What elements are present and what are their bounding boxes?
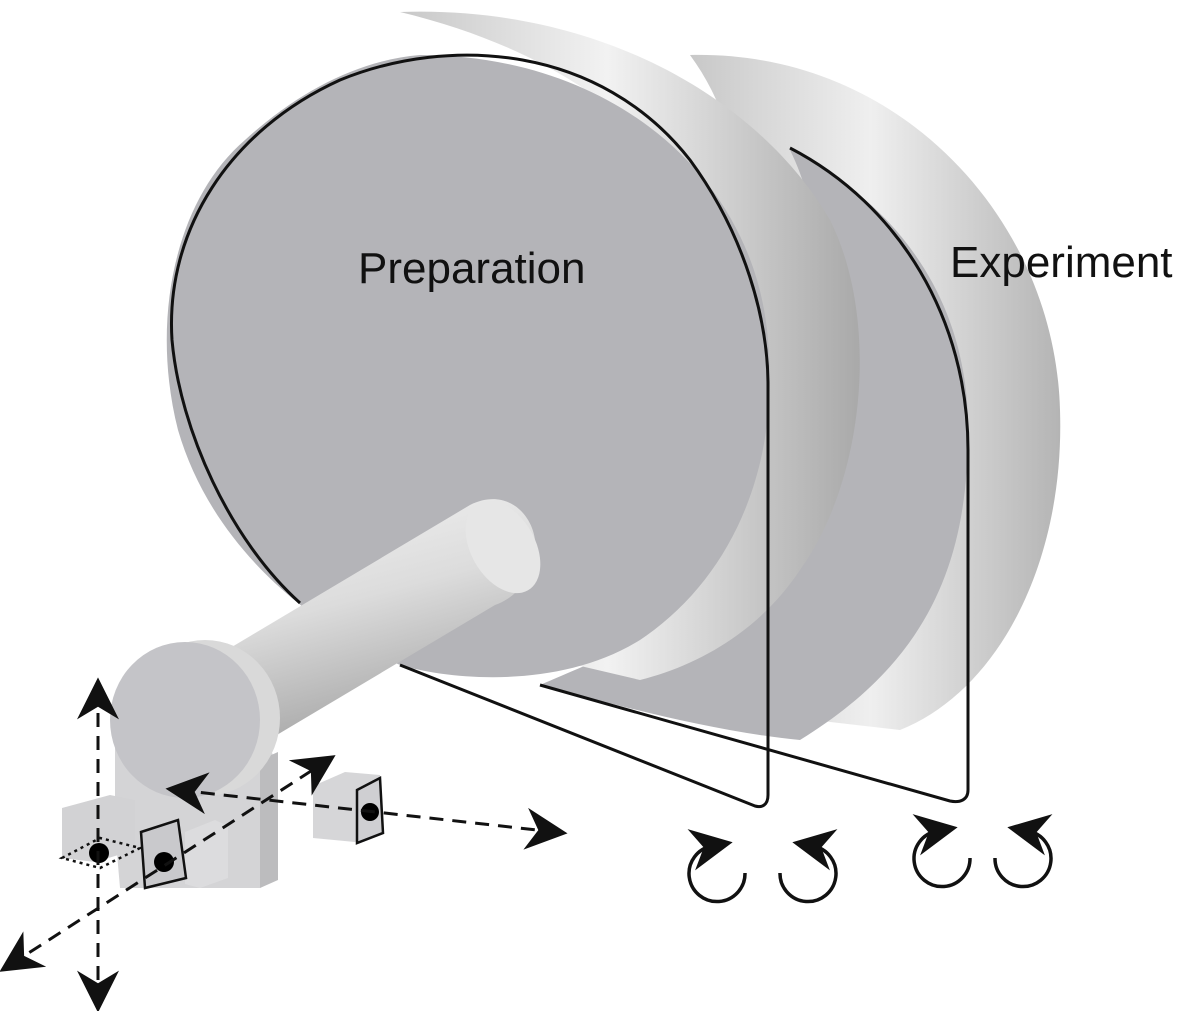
manipulator-disc [110, 642, 260, 798]
transfer-arm-shaft [210, 499, 536, 745]
x-axis-arrow [165, 772, 568, 850]
clockwise-arrow-icon [687, 829, 747, 904]
sample-cube-middle [185, 820, 228, 888]
experiment-chamber-face [540, 150, 969, 740]
counterclockwise-arrow-icon [778, 829, 838, 904]
preparation-chamber [166, 11, 860, 680]
preparation-outline [169, 53, 770, 809]
rotation-indicators [687, 814, 1053, 904]
experiment-label: Experiment [950, 238, 1173, 287]
clockwise-arrow-icon [912, 814, 972, 889]
preparation-label: Preparation [358, 244, 586, 293]
experiment-outline [539, 146, 970, 804]
preparation-chamber-rim [400, 11, 860, 680]
counterclockwise-arrow-icon [993, 814, 1053, 889]
transfer-arm-end [465, 500, 541, 594]
preparation-chamber-face [166, 55, 770, 678]
manipulator-base-shadow [260, 752, 278, 888]
motion-axes [0, 677, 568, 1013]
chamber-outlines [169, 53, 970, 809]
